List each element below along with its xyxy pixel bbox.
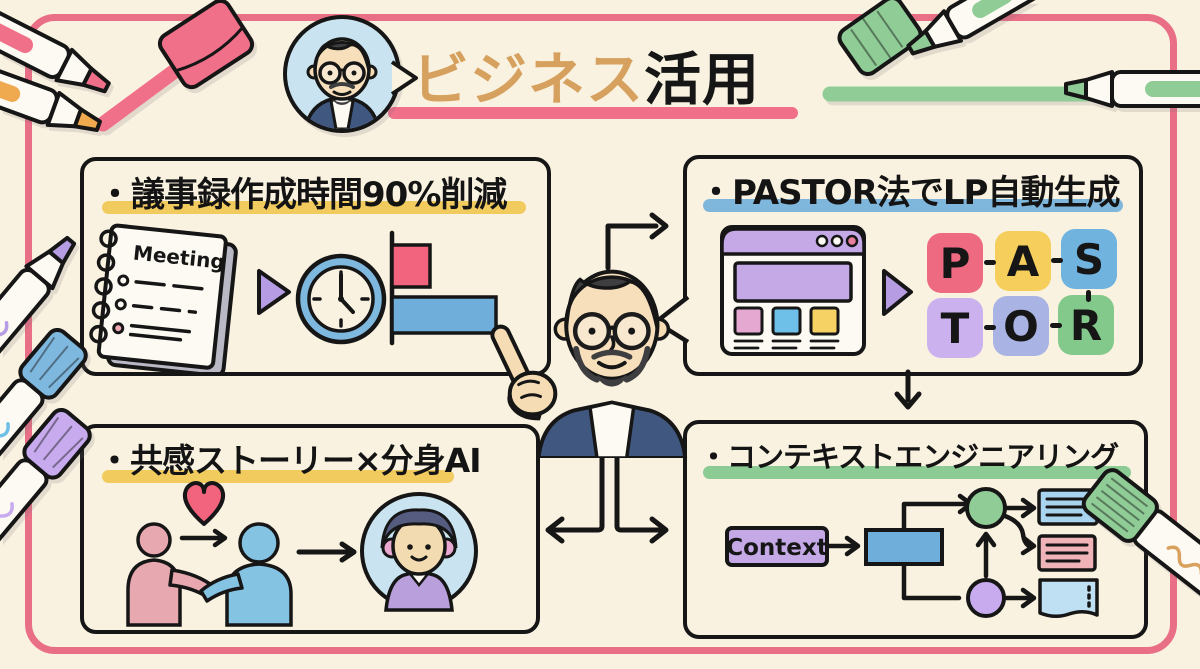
pastor-heading: ・PASTOR法でLP自動生成 bbox=[699, 173, 1120, 213]
spiral-notebook-icon: Meeting bbox=[89, 223, 238, 372]
bar-chart-icon bbox=[389, 230, 498, 346]
pastor-tile-p: P bbox=[927, 233, 983, 293]
tile-connector bbox=[984, 260, 996, 265]
yellow-highlight bbox=[102, 201, 526, 214]
pink-person-icon bbox=[126, 522, 216, 627]
page-title-part2: 活用 bbox=[644, 47, 760, 113]
minutes-heading: ・議事録作成時間90%削減 bbox=[98, 175, 507, 215]
pastor-tile-t: T bbox=[927, 298, 983, 358]
context-node: Context bbox=[725, 526, 829, 567]
context-box: ・コンテキストエンジニアリング Context bbox=[683, 420, 1148, 639]
context-node-label: Context bbox=[726, 535, 827, 561]
green-circle-node bbox=[965, 487, 1007, 529]
pastor-illustration bbox=[720, 225, 913, 356]
process-node bbox=[864, 528, 944, 566]
context-heading: ・コンテキストエンジニアリング bbox=[699, 440, 1119, 474]
purple-circle-node bbox=[966, 578, 1006, 618]
tile-connector bbox=[1050, 323, 1062, 328]
bearded-man-avatar-icon bbox=[303, 37, 381, 129]
yellow-highlight bbox=[102, 470, 454, 483]
clock-icon bbox=[295, 253, 387, 345]
triangle-arrow-icon bbox=[257, 269, 291, 315]
minutes-box: ・議事録作成時間90%削減 Meeting bbox=[80, 157, 551, 376]
heart-icon bbox=[182, 481, 226, 526]
small-arrow-icon bbox=[179, 528, 228, 548]
story-illustration bbox=[126, 481, 478, 627]
triangle-arrow-icon bbox=[882, 269, 913, 316]
browser-window-icon bbox=[720, 225, 866, 356]
green-highlight bbox=[703, 466, 1131, 479]
blue-document-icon bbox=[1037, 488, 1099, 526]
pastor-tile-o: O bbox=[993, 296, 1049, 356]
pastor-tile-s: S bbox=[1061, 229, 1117, 289]
flow-diagram-icon: Context bbox=[725, 487, 1099, 618]
pastor-box: ・PASTOR法でLP自動生成 P A S T O R bbox=[683, 155, 1143, 376]
story-box: ・共感ストーリー×分身AI bbox=[80, 424, 540, 634]
blue-person-icon bbox=[199, 522, 293, 627]
tile-connector bbox=[984, 325, 996, 330]
blue-highlight bbox=[703, 199, 1123, 212]
title-underline bbox=[388, 107, 798, 119]
minutes-illustration: Meeting bbox=[89, 223, 498, 372]
header-avatar bbox=[283, 15, 401, 133]
pointing-man-figure bbox=[490, 269, 688, 458]
page-title: ビジネス活用 bbox=[412, 34, 760, 116]
pastor-tile-r: R bbox=[1058, 295, 1114, 355]
tile-connector bbox=[1051, 258, 1063, 263]
headphones-avatar-icon bbox=[360, 492, 478, 612]
page-icon bbox=[1038, 578, 1099, 618]
tile-connector bbox=[1086, 290, 1091, 302]
pink-document-icon bbox=[1037, 534, 1097, 572]
page-title-part1: ビジネス bbox=[412, 47, 644, 113]
pointing-hand bbox=[490, 324, 558, 417]
story-heading: ・共感ストーリー×分身AI bbox=[98, 441, 481, 480]
man-face bbox=[553, 269, 671, 387]
pastor-tile-a: A bbox=[995, 231, 1051, 291]
arrow-icon bbox=[296, 541, 357, 563]
